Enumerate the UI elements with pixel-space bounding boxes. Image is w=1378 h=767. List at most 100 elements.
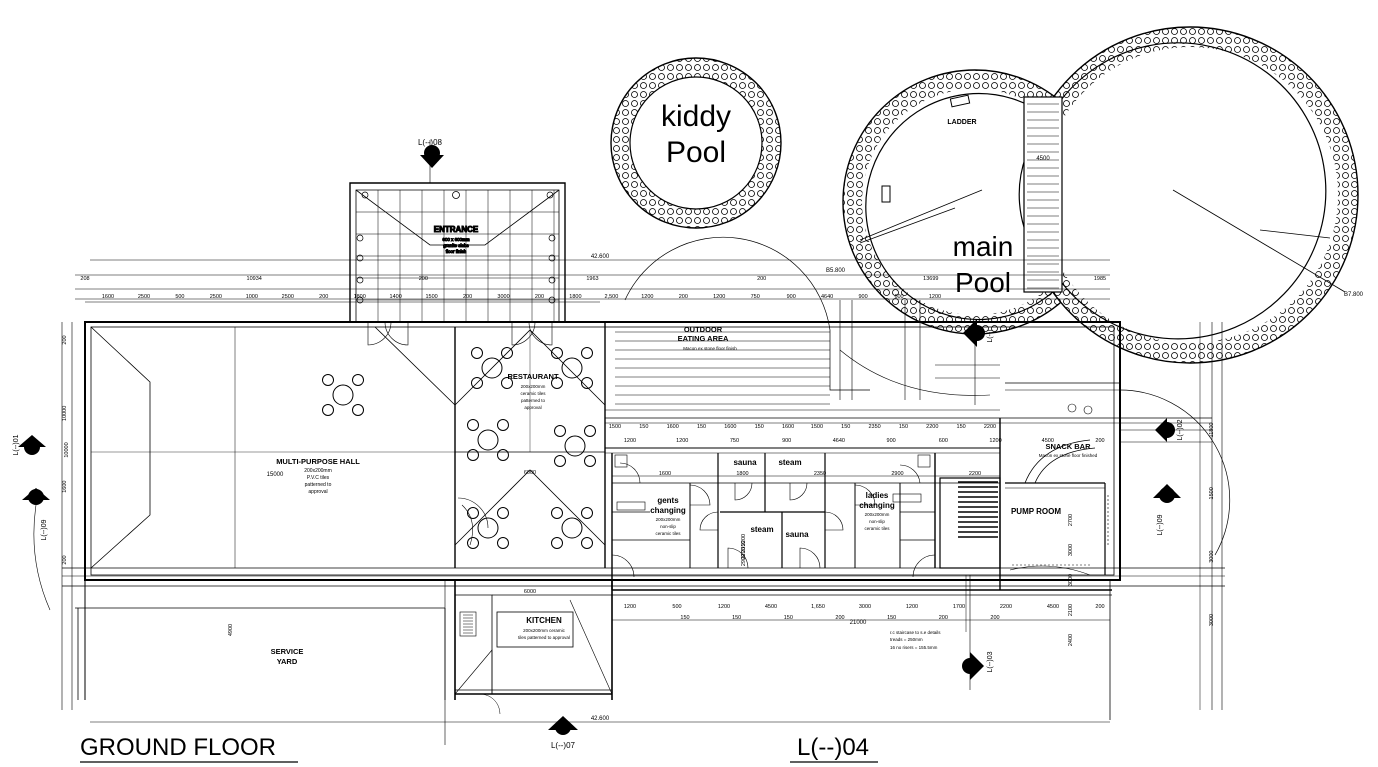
dimension-label: 3000 [859, 604, 871, 610]
column-marker [548, 276, 556, 284]
steam-top-label: steam [778, 458, 801, 467]
kitchen-area [454, 594, 613, 715]
dimension-label: 2100 [1068, 604, 1074, 616]
dimension-label: 1500 [425, 294, 437, 300]
hall-note-2: P.V.C tiles [307, 475, 330, 481]
table-set [551, 347, 593, 389]
dimension-label: 500 [175, 294, 184, 300]
dimension-label: 3000 [1209, 551, 1215, 563]
kiddy-pool-label-2: Pool [666, 136, 726, 169]
entrance-note-2: granite slabs [443, 243, 469, 248]
service-core [939, 382, 1231, 590]
entrance-note-3: floor finish [446, 249, 467, 254]
column-marker [548, 296, 556, 304]
dimension-label: 4500 [1042, 438, 1054, 444]
ladies-note-1: 200x200mm [865, 512, 890, 517]
kitchen-note-2: tiles patterned to approval [518, 635, 570, 640]
hall-note-3: patterned to [305, 482, 332, 488]
section-marker-right-upper: L(--)02 [1155, 418, 1184, 442]
column-marker [361, 191, 369, 199]
dimension-label: 750 [730, 438, 739, 444]
drawing-title: GROUND FLOOR L(--)04 [80, 734, 878, 763]
snack-bar-label: SNACK BAR [1046, 442, 1092, 451]
dimension-label: 1,650 [811, 604, 825, 610]
overall-dimension-top: 42.600 [591, 254, 610, 260]
dimension-label: 900 [787, 294, 796, 300]
pump-room-label: PUMP ROOM [1011, 507, 1061, 516]
service-yard-label-1: SERVICE [271, 647, 304, 656]
section-marker-left-lower: L(--)09 [22, 488, 51, 611]
dimension-label: 2500 [282, 294, 294, 300]
dimension-label: 150 [639, 424, 648, 430]
overall-dimension-bottom: 42.600 [591, 716, 610, 722]
steam-bottom-label: steam [750, 525, 773, 534]
gents-note-1: 200x200mm [656, 517, 681, 522]
gents-note-3: ceramic tiles [655, 531, 681, 536]
column-marker [356, 254, 364, 262]
column-marker [546, 191, 554, 199]
bottom-mid-dimension: 21000 [850, 620, 867, 626]
ladies-label-1: ladies [866, 491, 889, 500]
sauna-top-label: sauna [733, 458, 757, 467]
dimension-label: 1200 [641, 294, 653, 300]
dimension-label: 900 [887, 438, 896, 444]
dimension-label: 150 [755, 424, 764, 430]
dimension-label: 200 [835, 615, 844, 621]
dimension-label: 1400 [390, 294, 402, 300]
dimension-label: 150 [697, 424, 706, 430]
dimension-label: 1000 [246, 294, 258, 300]
dimension-label: 13699 [923, 276, 938, 282]
column-marker [548, 234, 556, 242]
outdoor-label-2: EATING AREA [678, 334, 729, 343]
table-set [467, 507, 509, 549]
section-mid-lower-label: L(--)03 [987, 651, 994, 672]
dimension-label: 2200 [969, 471, 981, 477]
dimension-label: 200 [319, 294, 328, 300]
dimension-label: 2,500 [605, 294, 619, 300]
restaurant-span-dim: 6000 [524, 470, 536, 476]
table-set [467, 419, 509, 461]
snack-bar-note: Macon ex stone floor finished [1039, 453, 1098, 458]
pool-ref-right: B7.800 [1344, 292, 1364, 298]
dimension-label: 900 [858, 294, 867, 300]
restaurant-label: RESTAURANT [507, 372, 559, 381]
section-marker-bottom: L(--)07 [444, 580, 578, 750]
multi-purpose-hall [90, 326, 456, 569]
dimension-label: 4500 [1047, 604, 1059, 610]
dimension-label: 200 [1095, 438, 1104, 444]
section-marker-mid-lower: L(--)03 [962, 575, 994, 690]
hall-note-4: approval [308, 489, 327, 495]
dimension-label: 1600 [667, 424, 679, 430]
dimension-label: 150 [680, 615, 689, 621]
dimension-label: 2200 [984, 424, 996, 430]
dimension-label: 1800 [569, 294, 581, 300]
dimension-label: 2400 [1068, 634, 1074, 646]
table-set [551, 507, 593, 549]
dimension-label: 208 [80, 276, 89, 282]
hall-height-dim: 10000 [64, 442, 70, 457]
outdoor-note: Macon ex stone floor finish [683, 346, 737, 351]
dimension-label: 1500 [1209, 487, 1215, 499]
dimension-label: 1985 [1094, 276, 1106, 282]
section-marker-top: L(--)08 [418, 138, 444, 183]
dimension-label: 3000 [1209, 614, 1215, 626]
hall-note-1: 200x200mm [304, 468, 332, 474]
dimension-label: 11800 [1209, 423, 1215, 438]
ladies-label-2: changing [859, 501, 895, 510]
dimension-label: 200 [463, 294, 472, 300]
entrance-label: ENTRANCE [434, 225, 479, 234]
entrance-canopy: ENTRANCE 600 x 600mm granite slabs floor… [349, 182, 566, 346]
dimension-label: 2500 [210, 294, 222, 300]
dimension-label: 2350 [741, 541, 747, 553]
kitchen-width-dim: 6000 [524, 589, 536, 595]
hall-width-dim: 15000 [267, 472, 284, 478]
dimension-label: 200 [62, 555, 68, 564]
dimension-label: 10000 [62, 406, 68, 421]
dimension-label: 1200 [906, 604, 918, 610]
kitchen-label: KITCHEN [526, 616, 562, 625]
ground-floor-title: GROUND FLOOR [80, 734, 276, 761]
kiddy-pool: kiddy Pool [610, 57, 782, 229]
gents-label-2: changing [650, 506, 686, 515]
dimension-label: 200 [939, 615, 948, 621]
